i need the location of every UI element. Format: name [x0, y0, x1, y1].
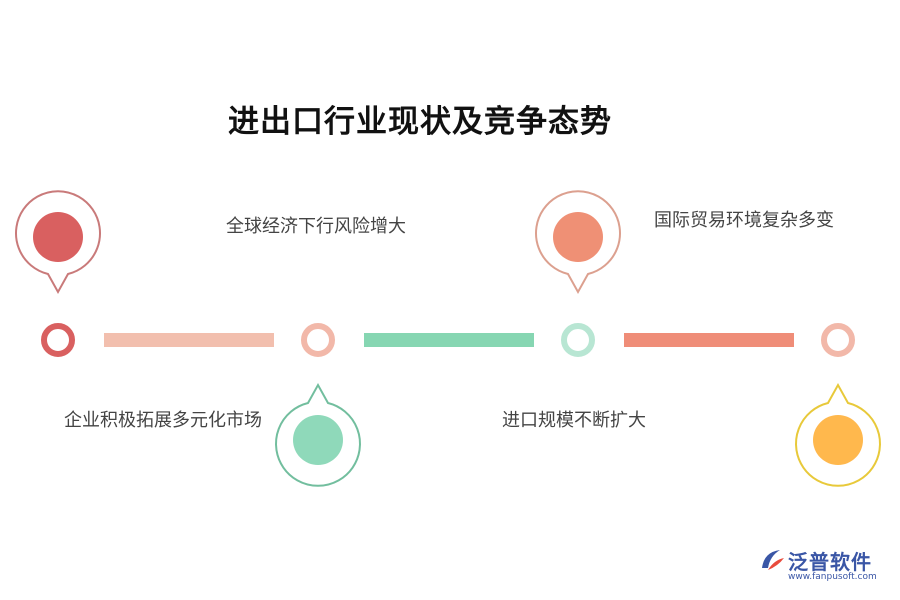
pin-marker-1: [15, 190, 101, 295]
brand-name: 泛普软件: [788, 550, 872, 574]
item-label-4: 进口规模不断扩大: [502, 410, 646, 431]
item-label-2: 企业积极拓展多元化市场: [64, 410, 262, 431]
timeline-node-2: [301, 323, 335, 357]
timeline-node-3: [561, 323, 595, 357]
connector-bar-2: [364, 333, 534, 347]
timeline-node-1: [41, 323, 75, 357]
connector-bar-3: [624, 333, 794, 347]
item-label-3: 国际贸易环境复杂多变: [654, 210, 834, 231]
pin-marker-4: [795, 382, 881, 487]
pin-marker-3: [535, 190, 621, 295]
connector-bar-1: [104, 333, 274, 347]
brand-logo-icon: [762, 550, 784, 570]
timeline-node-4: [821, 323, 855, 357]
pin-marker-2: [275, 382, 361, 487]
page-title: 进出口行业现状及竞争态势: [228, 104, 612, 140]
brand-url: www.fanpusoft.com: [788, 572, 877, 582]
item-label-1: 全球经济下行风险增大: [226, 216, 406, 237]
brand-logo: 泛普软件 www.fanpusoft.com: [758, 544, 888, 592]
